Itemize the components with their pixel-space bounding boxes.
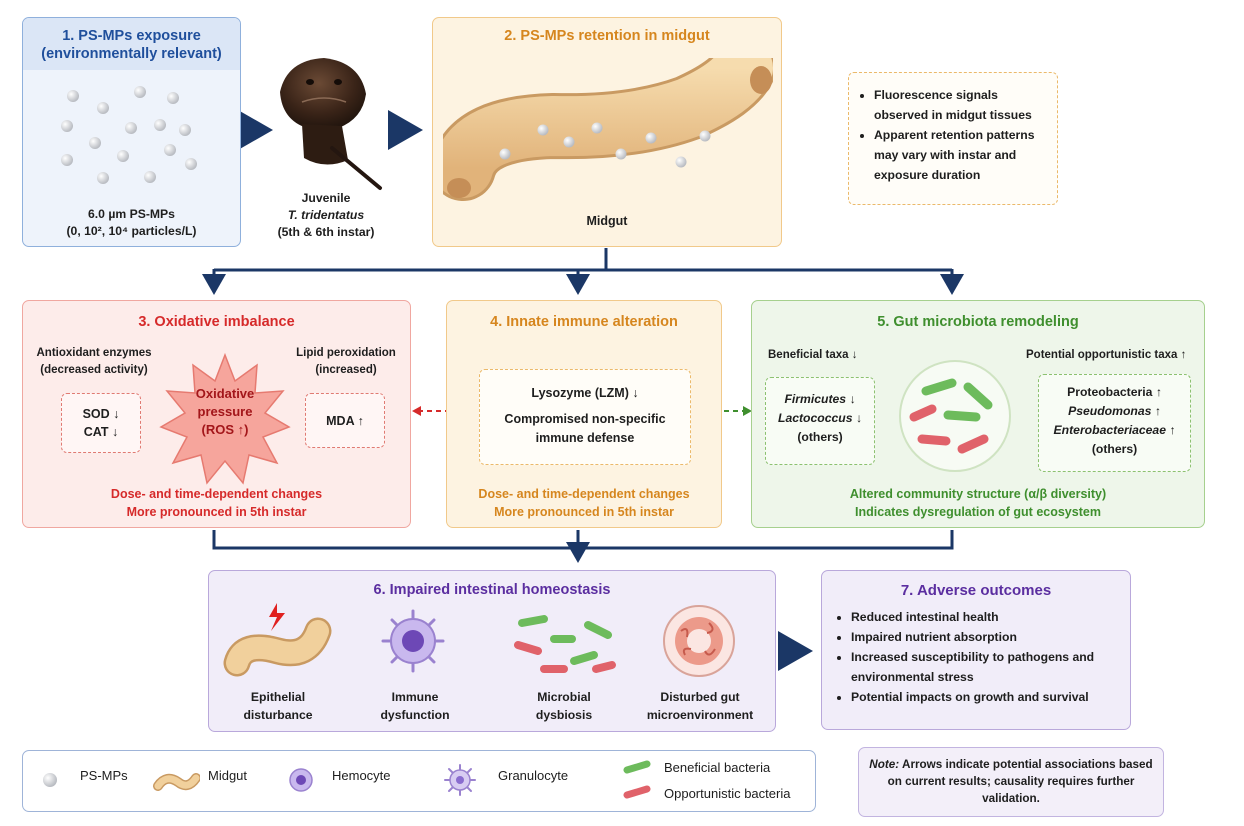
item-label-3a: Microbial bbox=[537, 690, 591, 704]
outcome-item: Potential impacts on growth and survival bbox=[851, 687, 1127, 707]
retention-note: Apparent retention patterns may vary wit… bbox=[874, 125, 1049, 185]
item-label-1b: disturbance bbox=[243, 708, 313, 722]
panel4-foot1: Dose- and time-dependent changes bbox=[478, 487, 690, 501]
immune-box: Lysozyme (LZM) ↓ Compromised non-specifi… bbox=[479, 369, 691, 465]
legend-midgut: Midgut bbox=[208, 768, 248, 783]
particle-cluster bbox=[61, 86, 197, 184]
panel5-foot1: Altered community structure (α/β diversi… bbox=[849, 487, 1107, 501]
organism-label: Juvenile T. tridentatus (5th & 6th insta… bbox=[260, 190, 392, 241]
panel4-title: 4. Innate immune alteration bbox=[490, 314, 678, 330]
legend-ps-mps: PS-MPs bbox=[80, 768, 128, 783]
legend bbox=[22, 750, 816, 812]
organism-species: T. tridentatus bbox=[287, 208, 365, 222]
granulocyte-icon bbox=[381, 609, 445, 673]
mda-box: MDA ↑ bbox=[305, 393, 385, 448]
legend-granulocyte: Granulocyte bbox=[498, 768, 569, 783]
item-label-1a: Epithelial bbox=[250, 690, 306, 704]
mda-value: MDA ↑ bbox=[326, 414, 364, 428]
horseshoe-crab-icon bbox=[280, 58, 382, 190]
burst-line2: pressure bbox=[197, 404, 253, 419]
ps-mps-legend-icon bbox=[43, 773, 57, 787]
beneficial-head: Beneficial taxa ↓ bbox=[768, 349, 858, 361]
lipid-head: Lipid peroxidation bbox=[296, 347, 396, 359]
particle-conc-label: (0, 10², 10⁴ particles/L) bbox=[66, 224, 197, 238]
legend-beneficial: Beneficial bacteria bbox=[664, 760, 771, 775]
organism-instar: (5th & 6th instar) bbox=[277, 225, 375, 239]
opportunistic-head: Potential opportunistic taxa ↑ bbox=[1026, 349, 1187, 361]
cat-value: CAT ↓ bbox=[83, 425, 119, 439]
burst-line1: Oxidative bbox=[195, 386, 255, 401]
taxon-enterobacteriaceae: Enterobacteriaceae ↑ bbox=[1053, 423, 1176, 437]
midgut-illustration bbox=[443, 58, 773, 201]
taxon-others: (others) bbox=[1091, 442, 1138, 456]
sod-value: SOD ↓ bbox=[82, 407, 120, 421]
lzm-value: Lysozyme (LZM) ↓ bbox=[531, 386, 639, 400]
taxon-proteobacteria: Proteobacteria ↑ bbox=[1067, 385, 1162, 399]
item-label-4b: microenvironment bbox=[646, 708, 754, 722]
beneficial-bacteria-legend-icon bbox=[623, 760, 651, 774]
particle-size-label: 6.0 µm PS-MPs bbox=[88, 207, 175, 221]
panel2-title: 2. PS-MPs retention in midgut bbox=[504, 28, 710, 44]
outcome-item: Increased susceptibility to pathogens an… bbox=[851, 647, 1127, 687]
lipid-sub: (increased) bbox=[315, 364, 377, 376]
midgut-legend-icon bbox=[153, 773, 200, 791]
panel-outcomes: 7. Adverse outcomes Reduced intestinal h… bbox=[821, 570, 1131, 730]
taxon-others: (others) bbox=[797, 430, 843, 444]
taxon-firmicutes: Firmicutes ↓ bbox=[784, 392, 856, 406]
legend-hemocyte: Hemocyte bbox=[332, 768, 391, 783]
note-box: Note: Arrows indicate potential associat… bbox=[858, 747, 1164, 817]
epithelial-gut-icon bbox=[223, 603, 332, 677]
midgut-label: Midgut bbox=[586, 214, 628, 228]
opportunistic-taxa-box: Proteobacteria ↑ Pseudomonas ↑ Enterobac… bbox=[1038, 374, 1191, 472]
panel-homeostasis: 6. Impaired intestinal homeostasis bbox=[208, 570, 776, 732]
burst-line3: (ROS ↑) bbox=[201, 422, 249, 437]
dysbiosis-bacteria-icon bbox=[514, 615, 616, 673]
ros-burst-icon bbox=[159, 352, 291, 485]
panel1-title-line2: (environmentally relevant) bbox=[41, 46, 222, 62]
panel6-title: 6. Impaired intestinal homeostasis bbox=[373, 582, 611, 598]
merge-connector bbox=[212, 530, 954, 550]
defense-line1: Compromised non-specific bbox=[504, 412, 666, 426]
item-label-2a: Immune bbox=[391, 690, 439, 704]
taxon-pseudomonas: Pseudomonas ↑ bbox=[1068, 404, 1161, 418]
note-text: Arrows indicate potential associations b… bbox=[887, 758, 1153, 805]
beneficial-taxa-box: Firmicutes ↓ Lactococcus ↓ (others) bbox=[765, 377, 875, 465]
antioxidant-sub: (decreased activity) bbox=[40, 364, 148, 376]
microbiome-dish-icon bbox=[899, 360, 1011, 472]
item-label-4a: Disturbed gut bbox=[660, 690, 740, 704]
panel-oxidative: 3. Oxidative imbalance Antioxidant enzym… bbox=[22, 300, 411, 528]
panel-immune: 4. Innate immune alteration Lysozyme (LZ… bbox=[446, 300, 722, 528]
panel5-title: 5. Gut microbiota remodeling bbox=[877, 314, 1079, 330]
defense-line2: immune defense bbox=[535, 431, 635, 445]
taxon-lactococcus: Lactococcus ↓ bbox=[778, 411, 862, 425]
item-label-3b: dysbiosis bbox=[535, 708, 593, 722]
panel4-foot2: More pronounced in 5th instar bbox=[494, 505, 674, 519]
panel-exposure: 1. PS-MPs exposure (environmentally rele… bbox=[22, 17, 241, 247]
outcome-item: Impaired nutrient absorption bbox=[851, 627, 1127, 647]
antioxidant-head: Antioxidant enzymes bbox=[36, 347, 152, 359]
outcome-item: Reduced intestinal health bbox=[851, 607, 1127, 627]
branch-connector bbox=[214, 248, 952, 272]
panel3-foot2: More pronounced in 5th instar bbox=[126, 505, 307, 519]
panel3-foot1: Dose- and time-dependent changes bbox=[110, 487, 323, 501]
retention-note: Fluorescence signals observed in midgut … bbox=[874, 85, 1049, 125]
panel1-title-line1: 1. PS-MPs exposure bbox=[62, 28, 201, 44]
enzyme-box: SOD ↓ CAT ↓ bbox=[61, 393, 141, 453]
opportunistic-bacteria-legend-icon bbox=[623, 785, 651, 799]
retention-notes: Fluorescence signals observed in midgut … bbox=[848, 72, 1058, 205]
panel-retention: 2. PS-MPs retention in midgut Midgut bbox=[432, 17, 782, 247]
panel-microbiota: 5. Gut microbiota remodeling Beneficial … bbox=[751, 300, 1205, 528]
panel3-title: 3. Oxidative imbalance bbox=[138, 314, 295, 330]
panel7-title: 7. Adverse outcomes bbox=[900, 582, 1052, 599]
organism-line1: Juvenile bbox=[301, 191, 351, 205]
gut-cross-section-icon bbox=[663, 605, 735, 677]
item-label-2b: dysfunction bbox=[380, 708, 450, 722]
granulocyte-legend-icon bbox=[444, 764, 476, 796]
note-label: Note: bbox=[869, 758, 900, 771]
panel5-foot2: Indicates dysregulation of gut ecosystem bbox=[855, 505, 1101, 519]
legend-opportunistic: Opportunistic bacteria bbox=[664, 786, 791, 801]
hemocyte-legend-icon bbox=[289, 768, 313, 792]
